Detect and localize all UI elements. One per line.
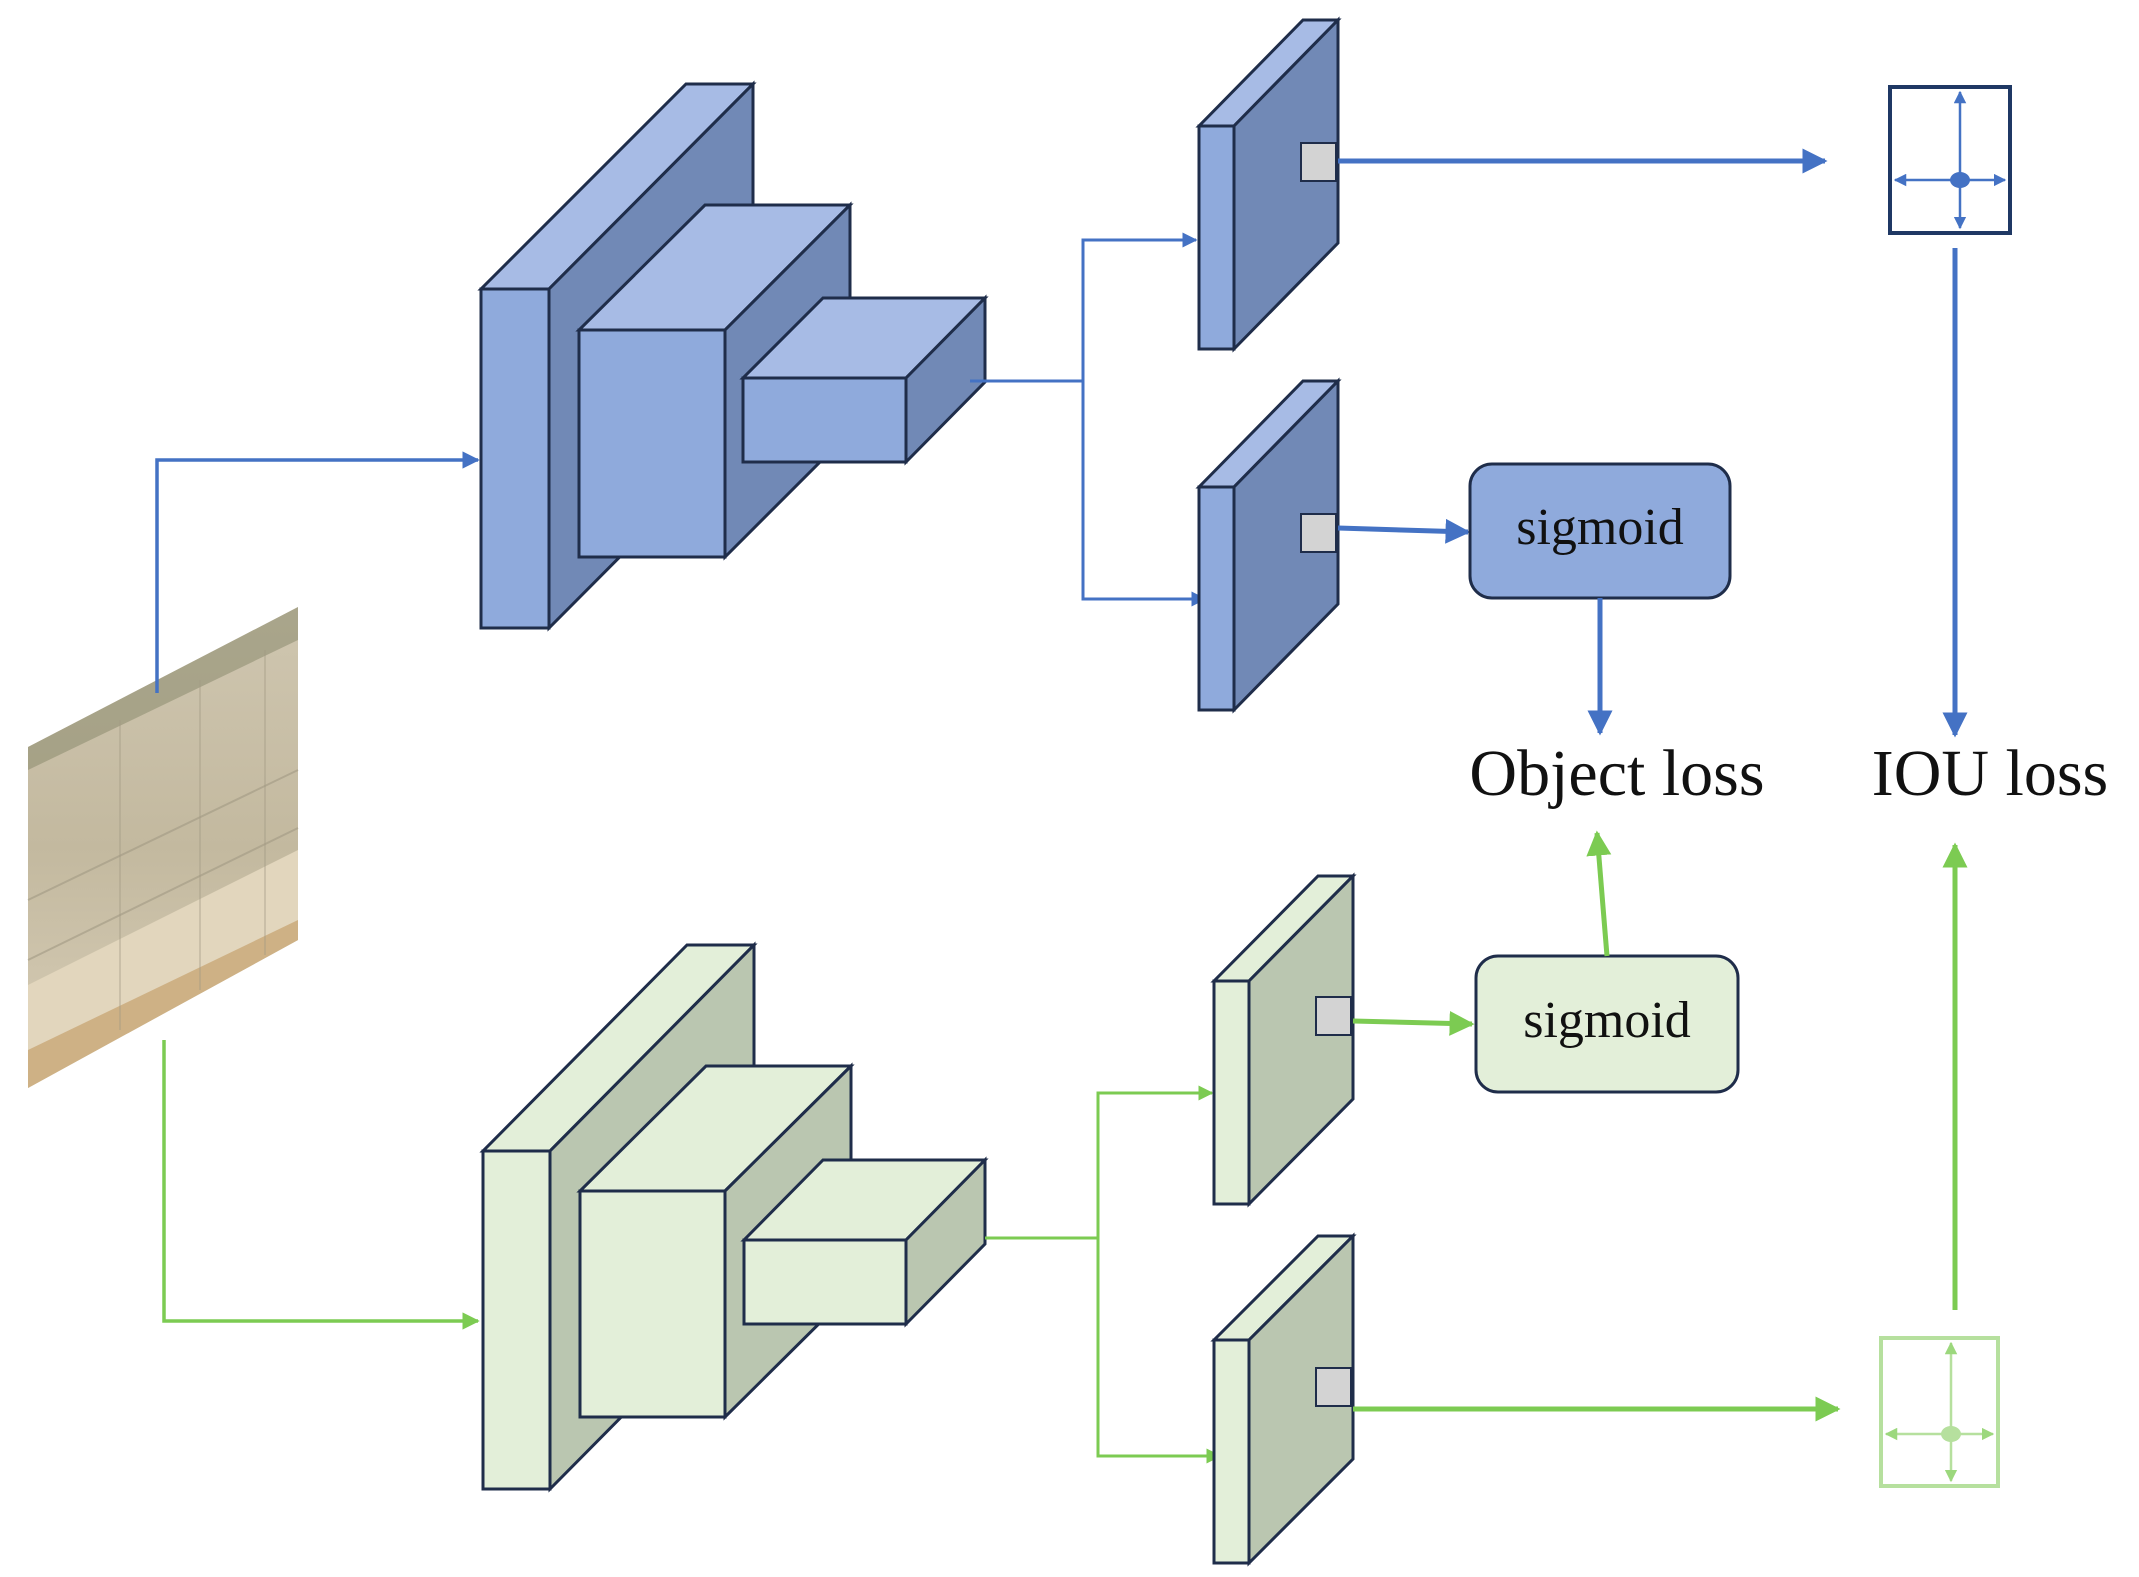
sigmoid-label-bottom: sigmoid xyxy=(1523,992,1691,1049)
green-split-arrow-upper xyxy=(1096,1085,1214,1238)
blue-bbox-icon xyxy=(1888,85,2012,235)
blue-sigmoid-input-arrow xyxy=(1337,518,1471,544)
iou-loss-label: IOU loss xyxy=(1872,737,2109,810)
sigmoid-label-top: sigmoid xyxy=(1516,499,1684,556)
blue-backbone-block-3 xyxy=(739,294,989,466)
blue-branch: sigmoid xyxy=(155,16,2012,738)
green-split-arrow-lower xyxy=(1096,1238,1222,1464)
green-backbone-block-3 xyxy=(740,1156,989,1328)
green-branch: sigmoid xyxy=(162,830,2000,1567)
blue-head-slab-upper xyxy=(1195,16,1342,353)
sigmoid-box-bottom: sigmoid xyxy=(1474,954,1740,1094)
sigmoid-box-top: sigmoid xyxy=(1468,462,1732,600)
green-sigmoid-input-arrow xyxy=(1352,1010,1475,1036)
green-head-slab-upper xyxy=(1210,872,1357,1208)
green-head-patch-lower xyxy=(1315,1367,1352,1407)
green-input-arrow xyxy=(162,1040,480,1330)
blue-split-arrow-lower xyxy=(1081,381,1207,607)
blue-head-patch-lower xyxy=(1300,513,1337,553)
blue-input-arrow xyxy=(155,451,480,693)
green-object-loss-arrow xyxy=(1586,830,1612,957)
blue-head-slab-lower xyxy=(1195,377,1342,714)
green-head-patch-upper xyxy=(1315,996,1352,1036)
object-loss-label: Object loss xyxy=(1469,737,1764,810)
green-bbox-icon xyxy=(1879,1336,2000,1488)
blue-split-arrow-upper xyxy=(1081,232,1198,381)
input-image xyxy=(27,607,299,1088)
blue-head-patch-upper xyxy=(1300,142,1337,182)
green-head-slab-lower xyxy=(1210,1232,1357,1567)
